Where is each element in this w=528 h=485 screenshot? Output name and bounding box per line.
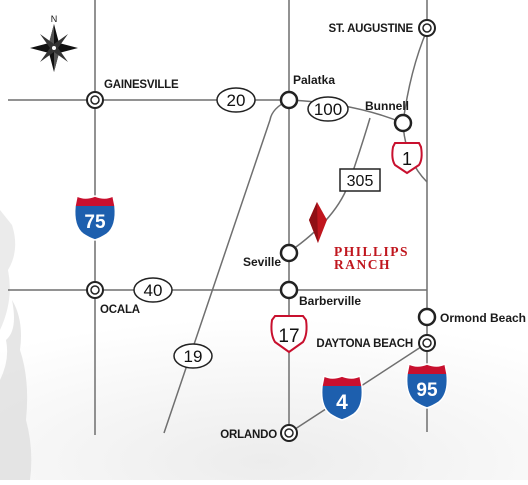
label-seville[interactable]: Seville (243, 255, 281, 269)
tree-silhouette (0, 300, 32, 480)
label-gainesville[interactable]: GAINESVILLE (104, 79, 179, 91)
compass-rose-icon: N (30, 14, 78, 72)
route-number: 75 (84, 212, 106, 233)
route-number: 4 (336, 391, 348, 414)
route-number: 100 (314, 100, 342, 119)
route-marker-i75[interactable]: 75 (73, 194, 117, 241)
map-pin-icon[interactable] (309, 202, 327, 243)
route-number: 17 (278, 326, 299, 347)
route-marker-sr40[interactable]: 40 (133, 277, 173, 303)
marker-st-augustine[interactable] (418, 19, 436, 37)
label-orlando[interactable]: ORLANDO (220, 429, 277, 441)
marker-bunnell[interactable] (393, 113, 413, 133)
label-st-augustine[interactable]: ST. AUGUSTINE (328, 23, 413, 35)
label-ormond-beach[interactable]: Ormond Beach (440, 311, 526, 325)
route-marker-us1[interactable]: 1 (391, 142, 423, 175)
route-marker-sr19[interactable]: 19 (173, 343, 213, 369)
marker-seville[interactable] (279, 243, 299, 263)
route-number: 1 (402, 149, 412, 169)
destination-name-line2[interactable]: RANCH (334, 257, 391, 272)
label-barberville[interactable]: Barberville (299, 294, 361, 308)
road-us1-north (402, 29, 428, 124)
marker-ormond-beach[interactable] (417, 307, 437, 327)
route-number: 20 (227, 91, 246, 110)
marker-gainesville[interactable] (86, 91, 104, 109)
marker-ocala[interactable] (86, 281, 104, 299)
marker-daytona-beach[interactable] (418, 334, 436, 352)
marker-palatka[interactable] (279, 90, 299, 110)
road-sr100 (288, 99, 404, 124)
route-number: 40 (144, 281, 163, 300)
marker-barberville[interactable] (279, 280, 299, 300)
route-marker-sr100[interactable]: 100 (307, 96, 349, 122)
marker-orlando[interactable] (280, 424, 298, 442)
route-number: 19 (184, 347, 203, 366)
label-daytona-beach[interactable]: DAYTONA BEACH (316, 338, 413, 350)
route-marker-sr305[interactable]: 305 (339, 168, 381, 192)
tree-silhouette (0, 210, 16, 330)
label-ocala[interactable]: OCALA (100, 304, 140, 316)
route-marker-i95[interactable]: 95 (405, 362, 449, 409)
destination-name-line1[interactable]: PHILLIPS (334, 244, 409, 259)
route-number: 95 (416, 380, 438, 401)
city-markers (86, 19, 437, 442)
route-number: 305 (347, 173, 374, 190)
compass-north-label: N (51, 14, 58, 24)
route-marker-sr20[interactable]: 20 (216, 87, 256, 113)
label-bunnell[interactable]: Bunnell (365, 99, 409, 113)
route-marker-i4[interactable]: 4 (320, 374, 364, 421)
fog-overlay (0, 300, 528, 480)
label-palatka[interactable]: Palatka (293, 73, 335, 87)
route-marker-us17[interactable]: 17 (270, 315, 308, 354)
